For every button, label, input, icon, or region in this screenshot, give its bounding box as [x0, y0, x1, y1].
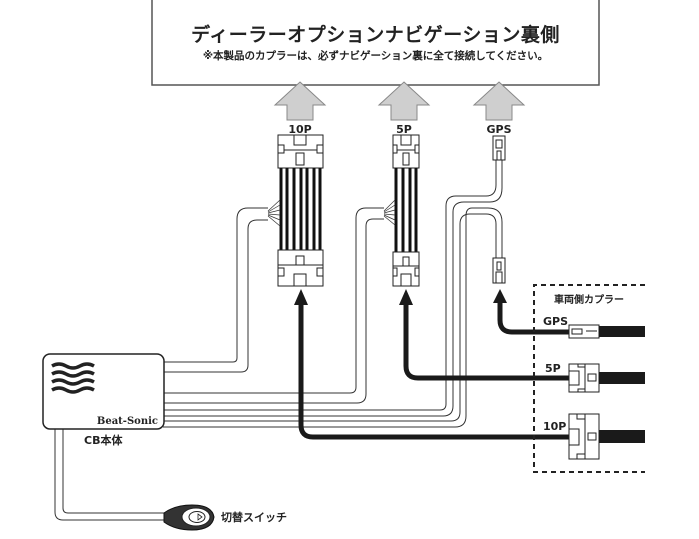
harness-10p-fan [267, 199, 281, 227]
vehicle-cable-gps [497, 300, 645, 335]
arrow-up-10p-vehicle-icon [294, 289, 308, 305]
arrow-up-gps-icon [472, 81, 526, 121]
vehicle-label-5p: 5P [545, 362, 561, 375]
arrow-up-10p-icon [273, 81, 327, 121]
cable-gps-vehicle-to-cb [163, 213, 497, 422]
cable-5p-to-cb [163, 207, 384, 394]
vehicle-side-title: 車両側カプラー [554, 293, 624, 306]
navi-rear-title: ディーラーオプションナビゲーション裏側 [191, 24, 560, 46]
vehicle-cables [298, 300, 645, 440]
navi-label-gps: GPS [486, 123, 511, 136]
cb-unit-label: CB本体 [84, 433, 123, 447]
vehicle-side-box [533, 284, 645, 473]
cable-switch [54, 428, 164, 521]
connector-gps-navi [492, 135, 506, 161]
navi-label-5p: 5P [396, 123, 412, 136]
connector-5p-bottom [392, 251, 420, 287]
vehicle-connector-gps [568, 324, 645, 339]
navi-arrows [273, 81, 526, 121]
arrow-up-5p-icon [377, 81, 431, 121]
vehicle-arrowheads [294, 289, 507, 305]
vehicle-label-gps: GPS [543, 315, 568, 328]
cable-gps-navi-to-cb [163, 148, 497, 411]
vehicle-connector-5p [568, 363, 645, 393]
arrow-up-gps-vehicle-icon [493, 289, 507, 303]
connector-gps-vehicle-side [492, 257, 506, 284]
connector-10p-top [277, 134, 324, 169]
vehicle-connector-10p [568, 413, 645, 460]
vehicle-label-10p: 10P [543, 420, 566, 433]
cb-brand-label: Beat-Sonic [97, 416, 158, 427]
connector-10p-bottom [277, 249, 324, 287]
harness-5p-wires [394, 168, 418, 252]
cb-unit: Beat-Sonic [42, 353, 165, 430]
switch-play-icon [197, 513, 203, 521]
arrow-up-5p-vehicle-icon [399, 289, 413, 305]
beat-sonic-logo-icon [51, 362, 95, 394]
connector-5p-top [392, 134, 420, 169]
harness-10p-wires [279, 168, 322, 250]
vehicle-cable-10p [298, 305, 645, 440]
navi-rear-note: ※本製品のカプラーは、必ずナビゲーション裏に全て接続してください。 [202, 50, 549, 62]
cable-10p-to-cb [163, 207, 268, 363]
navi-label-10p: 10P [288, 123, 311, 136]
harness-10p [267, 134, 324, 287]
harness-5p [383, 134, 420, 287]
harness-5p-fan [383, 199, 396, 226]
vehicle-cable-5p [403, 305, 645, 381]
switch-label: 切替スイッチ [221, 510, 287, 524]
harness-thin-cables [54, 148, 503, 521]
navi-rear-box [151, 0, 600, 86]
switch-device [163, 504, 215, 531]
